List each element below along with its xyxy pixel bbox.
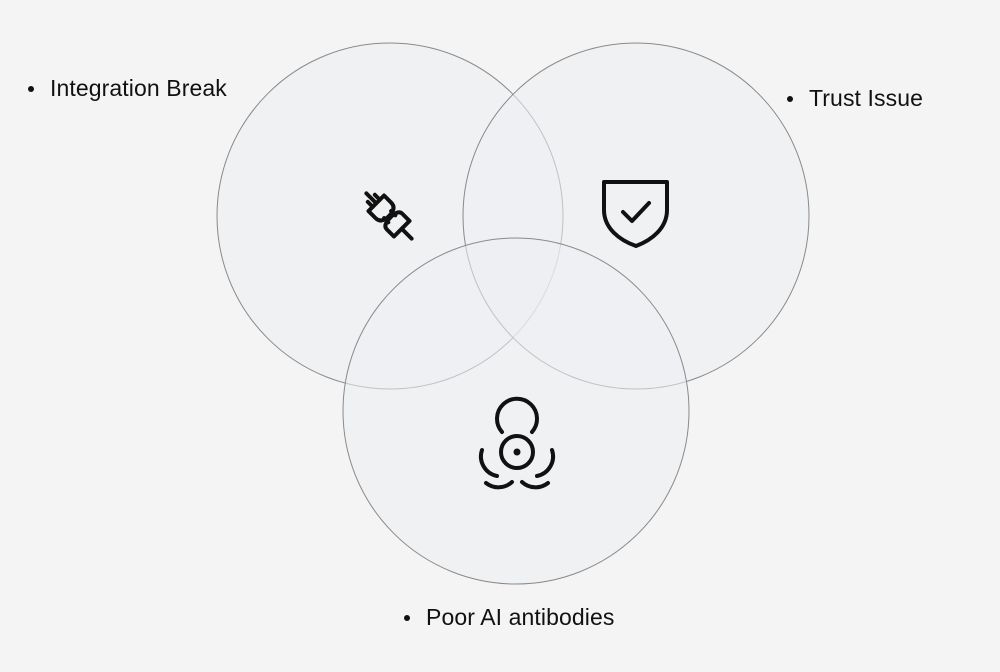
bullet-icon — [28, 85, 34, 92]
label-text: Poor AI antibodies — [426, 604, 615, 630]
bullet-icon — [404, 614, 410, 621]
label-text: Trust Issue — [809, 85, 923, 111]
shield-check-icon — [602, 180, 669, 248]
label-poor-ai-antibodies: Poor AI antibodies — [404, 604, 614, 631]
biohazard-icon — [478, 396, 556, 490]
label-trust-issue: Trust Issue — [787, 85, 923, 112]
label-text: Integration Break — [50, 75, 227, 101]
bullet-icon — [787, 95, 793, 102]
label-integration-break: Integration Break — [28, 75, 227, 102]
plug-icon — [364, 191, 414, 241]
circle-poor-ai-antibodies — [342, 237, 690, 585]
